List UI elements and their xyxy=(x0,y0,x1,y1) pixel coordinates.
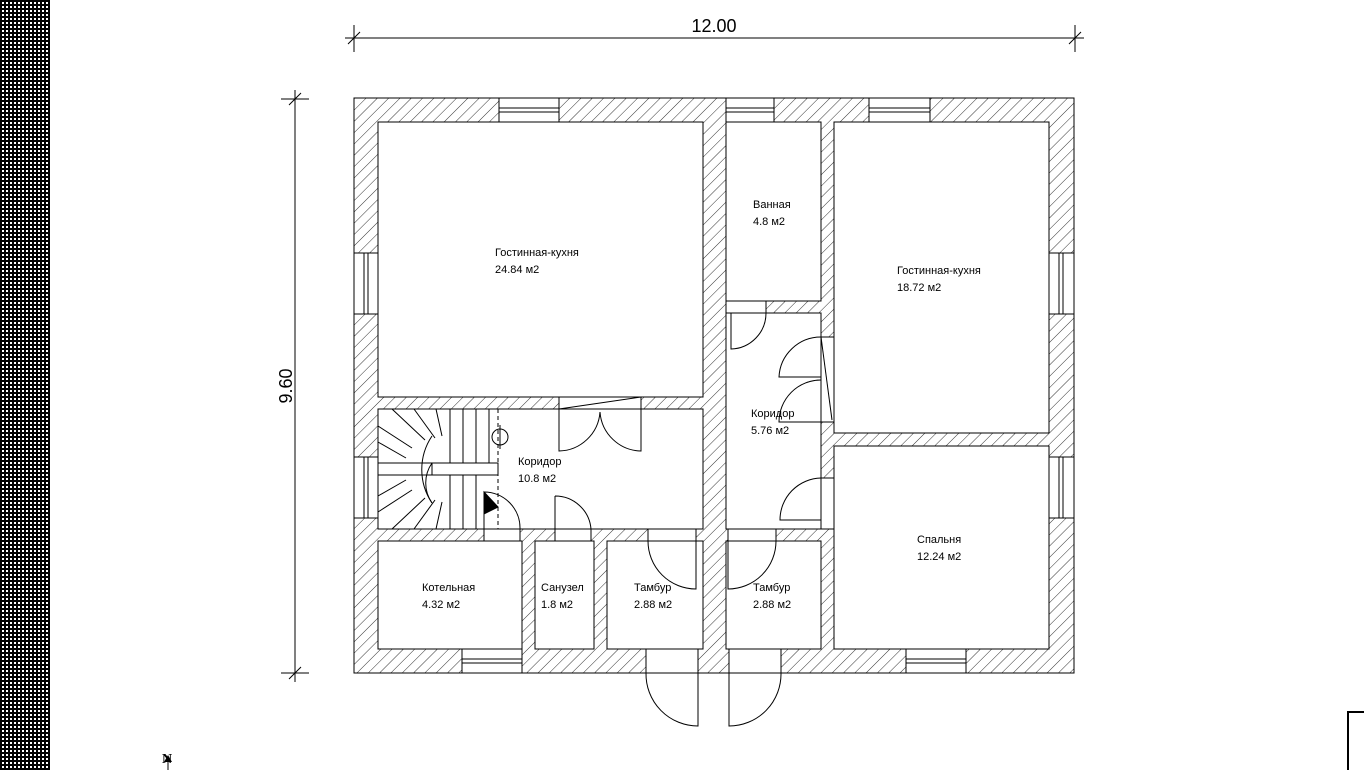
room-name: Гостинная-кухня xyxy=(897,265,981,277)
room-area: 5.76 м2 xyxy=(751,425,789,437)
room-name: Коридор xyxy=(518,456,561,468)
staircase xyxy=(377,408,509,530)
height-dimension-label: 9.60 xyxy=(276,368,296,403)
left-side-strip xyxy=(0,0,50,770)
width-dimension xyxy=(345,25,1084,52)
room-area: 4.32 м2 xyxy=(422,599,460,611)
room-name: Коридор xyxy=(751,408,794,420)
north-arrow-icon: N xyxy=(162,752,172,770)
room-area: 2.88 м2 xyxy=(634,599,672,611)
room-area: 18.72 м2 xyxy=(897,282,941,294)
doors xyxy=(483,300,835,727)
room-name: Тамбур xyxy=(753,582,790,594)
room-name: Ванная xyxy=(753,199,791,211)
room-area: 10.8 м2 xyxy=(518,473,556,485)
room-area: 2.88 м2 xyxy=(753,599,791,611)
room-name: Тамбур xyxy=(634,582,671,594)
windows xyxy=(353,97,1075,674)
room-name: Гостинная-кухня xyxy=(495,247,579,259)
room-area: 4.8 м2 xyxy=(753,216,785,228)
room-area: 12.24 м2 xyxy=(917,551,961,563)
room-name: Санузел xyxy=(541,582,584,594)
room-name: Котельная xyxy=(422,582,475,594)
width-dimension-label: 12.00 xyxy=(691,16,736,36)
room-name: Спальня xyxy=(917,534,961,546)
room-area: 24.84 м2 xyxy=(495,264,539,276)
height-dimension xyxy=(281,90,309,682)
room-labels: Гостинная-кухня 24.84 м2 Ванная 4.8 м2 Г… xyxy=(422,199,981,611)
room-area: 1.8 м2 xyxy=(541,599,573,611)
corner-frame-mark xyxy=(1347,711,1364,770)
